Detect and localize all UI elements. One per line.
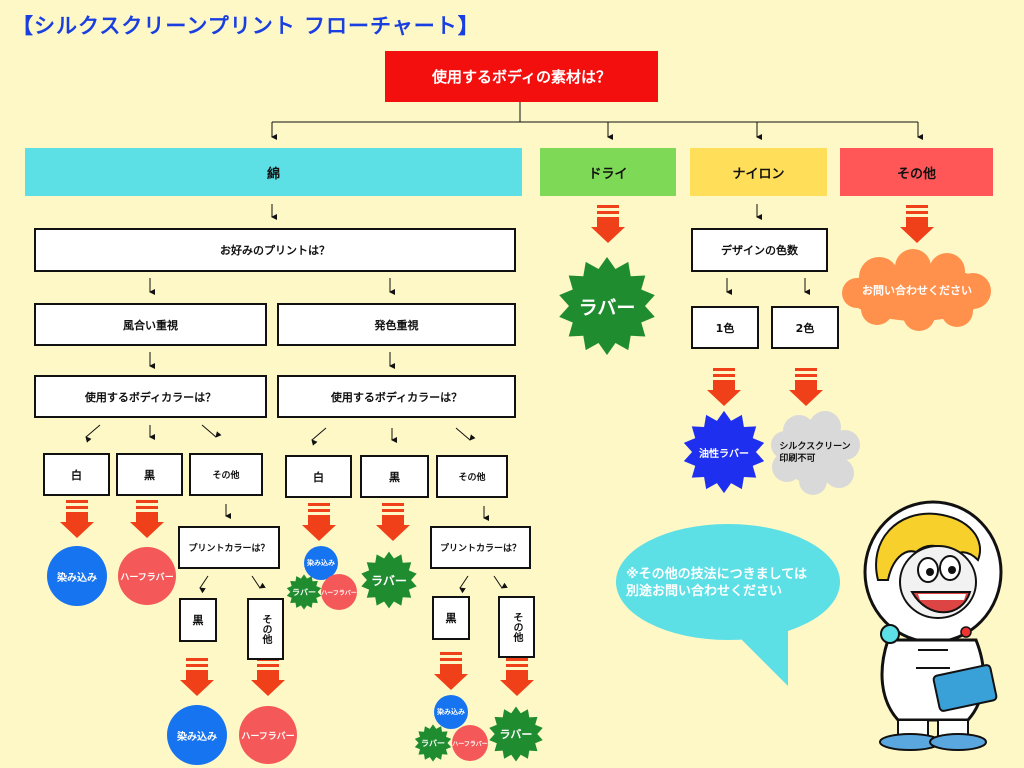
result-dye: 染み込み [47, 546, 107, 606]
astronaut-mascot-illustration [863, 500, 1003, 751]
body-color-question-texture: 使用するボディカラーは？ [34, 375, 267, 418]
color-priority: 発色重視 [277, 303, 516, 346]
result-oil-rubber: 油性ラバー [682, 410, 766, 494]
material-other: その他 [840, 148, 993, 196]
print-preference-question: お好みのプリントは？ [34, 228, 516, 272]
print-other-vivid: その他 [498, 596, 535, 658]
print-color-question-texture: プリントカラーは？ [178, 526, 280, 569]
result-contact: お問い合わせください [839, 249, 995, 331]
result-rubber-small: ラバー [414, 724, 452, 762]
body-white-vivid: 白 [285, 455, 352, 498]
two-color: 2色 [771, 306, 839, 349]
result-not-printable: シルクスクリーン 印刷不可 [769, 411, 861, 495]
texture-priority: 風合い重視 [34, 303, 267, 346]
result-half-rubber-small: ハーフラバー [321, 574, 357, 610]
root-question: 使用するボディの素材は？ [385, 51, 658, 102]
result-dye-small: 染み込み [434, 695, 468, 729]
result-rubber: ラバー [360, 551, 418, 609]
result-rubber: ラバー [488, 706, 544, 762]
speech-bubble [616, 524, 840, 686]
body-black-texture: 黒 [116, 453, 183, 496]
body-color-question-vivid: 使用するボディカラーは？ [277, 375, 516, 418]
body-other-texture: その他 [189, 453, 263, 496]
speech-bubble-text: ※その他の技法につきましては 別途お問い合わせください [626, 567, 807, 599]
result-rubber-small: ラバー [286, 574, 322, 610]
material-cotton: 綿 [25, 148, 522, 196]
result-half-rubber: ハーフラバー [118, 547, 176, 605]
result-half-rubber-small: ハーフラバー [452, 725, 488, 761]
design-color-count-question: デザインの色数 [691, 228, 828, 272]
body-black-vivid: 黒 [360, 455, 429, 498]
page-title: 【シルクスクリーンプリント フローチャート】 [12, 14, 480, 38]
print-color-question-vivid: プリントカラーは？ [430, 526, 531, 569]
print-other-texture: その他 [247, 598, 284, 660]
body-other-vivid: その他 [436, 455, 508, 498]
result-dye: 染み込み [167, 705, 227, 765]
one-color: 1色 [691, 306, 759, 349]
material-nylon: ナイロン [690, 148, 827, 196]
result-half-rubber: ハーフラバー [239, 706, 297, 764]
body-white-texture: 白 [43, 453, 110, 496]
material-dry: ドライ [540, 148, 676, 196]
print-black-texture: 黒 [179, 598, 217, 642]
print-black-vivid: 黒 [432, 596, 470, 640]
result-rubber-dry: ラバー [557, 256, 657, 356]
